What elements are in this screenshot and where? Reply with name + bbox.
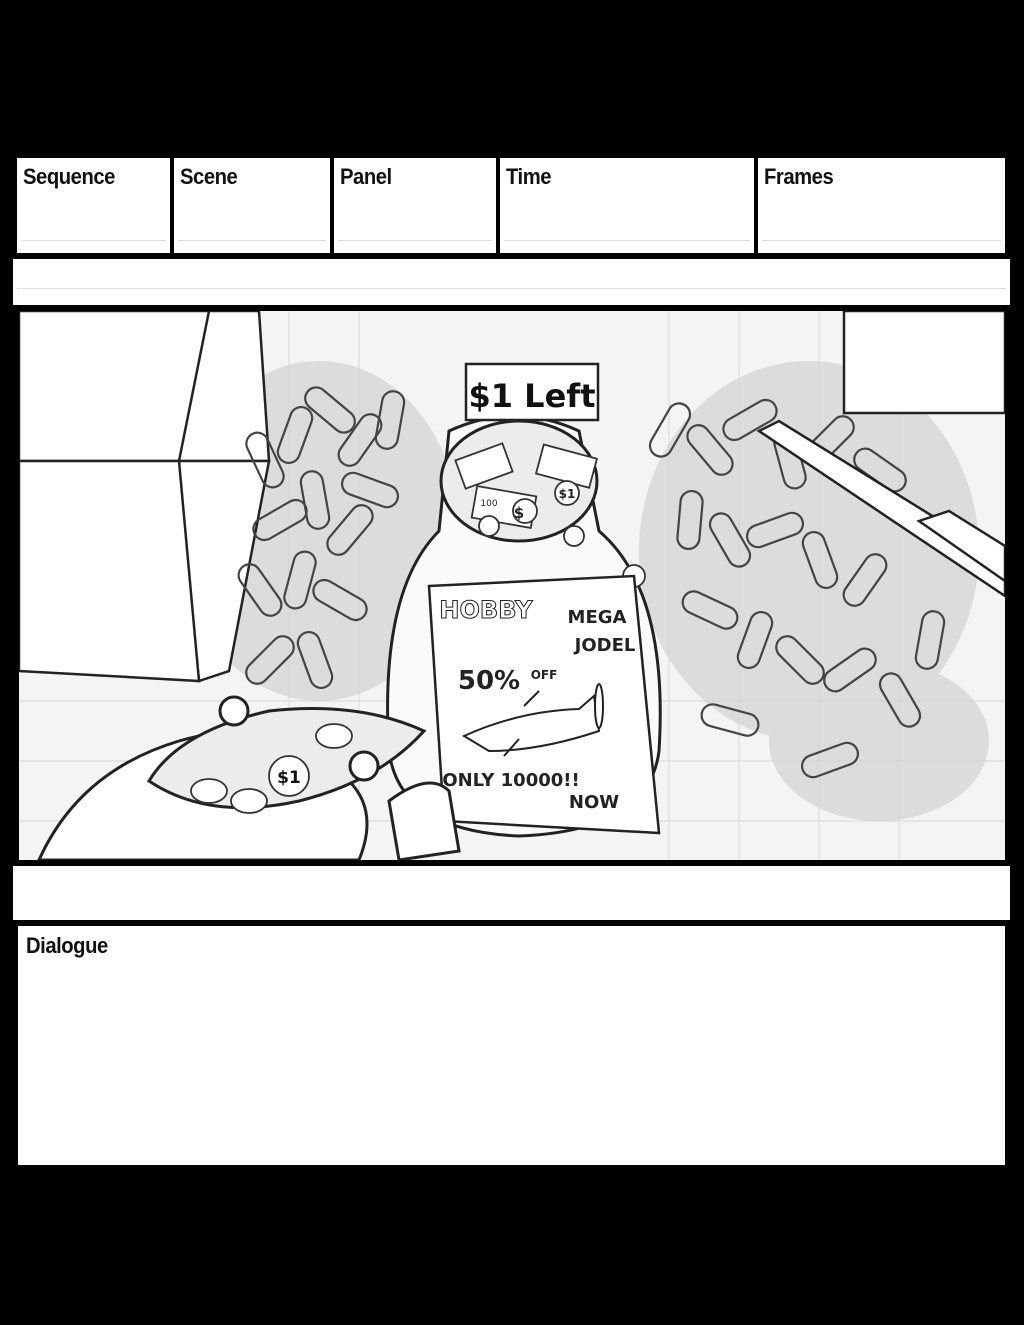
shadow-wash: [179, 361, 989, 821]
ad-line-now: NOW: [569, 792, 619, 813]
ad-line-jodel: JODEL: [573, 635, 636, 656]
frames-field[interactable]: Frames: [758, 158, 1005, 253]
dialogue-box[interactable]: Dialogue: [18, 926, 1005, 1165]
jar-bill-symbol: $: [514, 504, 524, 522]
scene-label: Scene: [180, 164, 238, 189]
hobby-ad-flyer: [427, 574, 661, 835]
paperclip-pile-left: [237, 386, 406, 690]
ad-line-discount: 50%: [458, 666, 520, 696]
scene-field[interactable]: Scene: [174, 158, 330, 253]
guide-line: [17, 288, 1006, 289]
ad-line-hobby: HOBBY: [439, 596, 533, 624]
frames-label: Frames: [764, 164, 834, 189]
storyboard-panel: $ $1 100 $1 Left HOBBY MEGA JODEL 50% OF…: [19, 311, 1005, 860]
sequence-label: Sequence: [23, 164, 115, 189]
guide-line: [338, 240, 492, 241]
ad-line-off: OFF: [531, 668, 558, 682]
guide-line: [178, 240, 326, 241]
cardboard-box-right: [842, 311, 1005, 415]
panel-field[interactable]: Panel: [334, 158, 496, 253]
jar-tag-text: $1 Left: [469, 377, 596, 415]
ad-line-price: ONLY 10000!!: [442, 770, 579, 791]
sequence-field[interactable]: Sequence: [17, 158, 170, 253]
dialogue-text[interactable]: [28, 966, 995, 1155]
purse-coins: [190, 723, 353, 814]
guide-line: [21, 240, 166, 241]
panel-label: Panel: [340, 164, 392, 189]
guide-line: [762, 240, 1001, 241]
cardboard-box-left: [19, 311, 271, 683]
top-notes-strip[interactable]: [13, 259, 1010, 305]
jar-coin-text: $1: [559, 487, 576, 501]
dialogue-label: Dialogue: [26, 933, 108, 958]
purse-coin-text: $1: [277, 768, 301, 788]
jar-bill-value: 100: [480, 499, 497, 509]
jar-tag: [464, 362, 600, 422]
guide-line: [504, 240, 750, 241]
time-field[interactable]: Time: [500, 158, 754, 253]
pen: [756, 419, 1005, 598]
airplane-icon: [461, 683, 604, 757]
bottom-notes-strip[interactable]: [13, 866, 1010, 920]
time-label: Time: [506, 164, 552, 189]
panel-sketch: $ $1 100 $1 Left HOBBY MEGA JODEL 50% OF…: [19, 311, 1005, 860]
ad-line-mega: MEGA: [568, 607, 627, 628]
